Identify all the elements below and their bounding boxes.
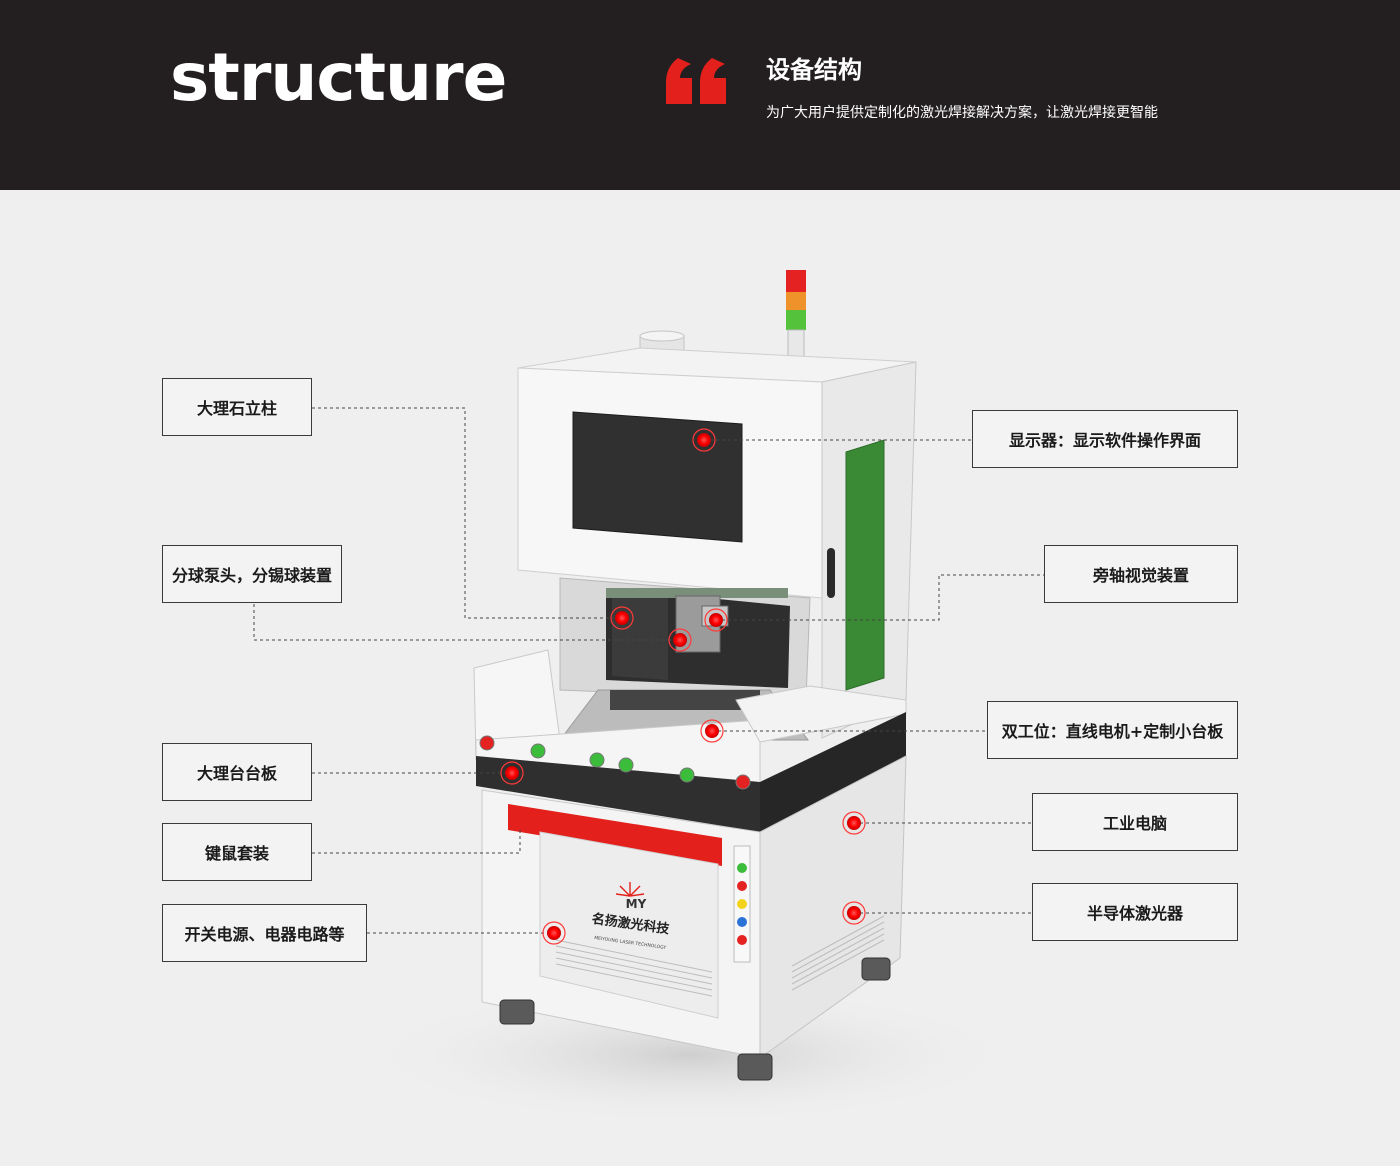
hotspot-power-switch[interactable] [542,921,566,945]
callout-marble-table: 大理台台板 [162,743,312,801]
callout-label: 键鼠套装 [204,844,269,863]
callout-label: 工业电脑 [1102,814,1167,833]
base-door [539,831,719,1019]
callout-label: 开关电源、电器电路等 [184,925,345,944]
gantry-rail [606,588,788,598]
hotspot-industrial-pc[interactable] [842,811,866,835]
callout-ball-pump: 分球泵头，分锡球装置 [162,545,342,603]
hotspot-marble-column[interactable] [610,606,634,630]
section-subtitle: 为广大用户提供定制化的激光焊接解决方案，让激光焊接更智能 [766,105,1158,121]
control-buttons [479,735,751,790]
header-banner: structure 设备结构 为广大用户提供定制化的激光焊接解决方案，让激光焊接… [0,0,1400,190]
callout-semiconductor-laser: 半导体激光器 [1032,883,1238,941]
hotspot-marble-table[interactable] [500,761,524,785]
callout-label: 旁轴视觉装置 [1092,566,1189,585]
hotspots [500,428,866,945]
hotspot-ball-pump[interactable] [668,628,692,652]
callout-label: 分球泵头，分锡球装置 [171,566,332,585]
callout-label: 半导体激光器 [1086,904,1183,923]
brand-letters: MY [626,897,647,911]
hotspot-dual-station[interactable] [700,719,724,743]
side-indicator-panel [733,845,751,963]
hotspot-side-vision[interactable] [704,608,728,632]
callout-marble-column: 大理石立柱 [162,378,312,436]
door-handle [827,548,835,598]
callout-keyboard-mouse: 键鼠套装 [162,823,312,881]
hotspot-display[interactable] [692,428,716,452]
marble-table-band-side [760,712,906,832]
page-title: structure [170,39,507,116]
callout-side-vision: 旁轴视觉装置 [1044,545,1238,603]
callout-display: 显示器：显示软件操作界面 [972,410,1238,468]
hotspot-semiconductor-laser[interactable] [842,901,866,925]
leader-lines [253,407,1044,934]
quote-icon [666,58,726,104]
vent-grille [555,915,885,997]
callout-label: 双工位：直线电机+定制小台板 [1001,722,1224,741]
keyboard-drawer [508,804,722,866]
green-door [845,439,885,691]
platform-plate [610,690,760,710]
section-title: 设备结构 [766,56,862,84]
caster-wheels [499,957,891,1081]
marble-table-band [476,756,760,832]
base-cabinet-side [759,755,907,1059]
brand-logo [615,882,645,897]
callout-power-switch: 开关电源、电器电路等 [162,904,367,962]
monitor-screen [572,411,743,543]
callout-label: 显示器：显示软件操作界面 [1008,431,1201,450]
callout-label: 大理台台板 [196,764,277,783]
callout-industrial-pc: 工业电脑 [1032,793,1238,851]
callout-dual-station: 双工位：直线电机+定制小台板 [987,701,1238,759]
marble-column [612,590,668,680]
callout-label: 大理石立柱 [196,399,277,418]
table-right-wing [735,685,907,743]
